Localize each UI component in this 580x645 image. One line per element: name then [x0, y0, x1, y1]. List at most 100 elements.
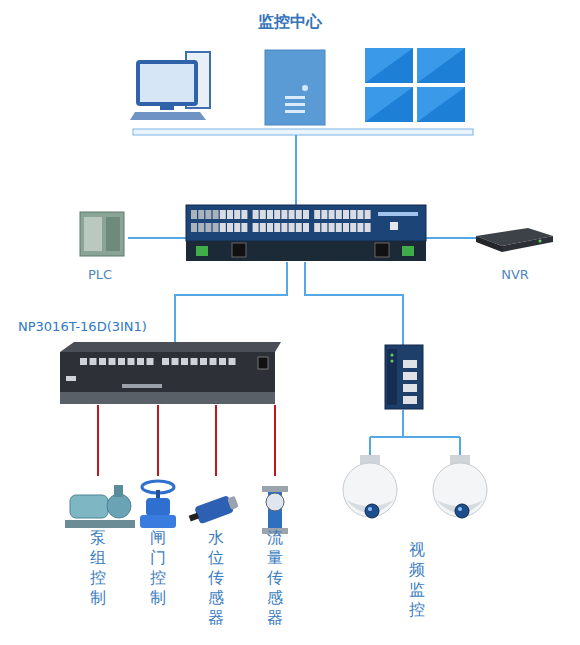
- pc-keyboard: [130, 112, 206, 120]
- ethernet-port: [329, 210, 335, 219]
- server-slot: [285, 103, 305, 106]
- terminal-block: [402, 246, 414, 256]
- wall-tile-shine: [417, 48, 465, 83]
- switch-panel: [387, 349, 397, 405]
- nvr-icon: [476, 228, 553, 252]
- ethernet-port: [191, 223, 197, 232]
- wall-tile: [365, 48, 413, 83]
- ethernet-port: [260, 210, 266, 219]
- ethernet-port: [267, 223, 273, 232]
- node-label: 闸门控制: [150, 528, 167, 608]
- switch-led: [390, 353, 393, 356]
- device-node: 水位传感器: [188, 476, 244, 636]
- ethernet-port: [403, 396, 417, 404]
- server-icon: [265, 50, 325, 125]
- flow-display: [266, 493, 284, 511]
- ethernet-port: [289, 210, 295, 219]
- serial-port: [128, 358, 135, 365]
- network-wires: [128, 135, 480, 456]
- node-label: NVR: [470, 267, 560, 283]
- ethernet-port: [220, 223, 226, 232]
- console-port: [390, 222, 398, 230]
- wire: [370, 410, 460, 456]
- ethernet-port: [403, 384, 417, 392]
- plc-panel: [84, 217, 102, 251]
- ethernet-port: [234, 210, 240, 219]
- ethernet-port: [241, 210, 247, 219]
- server-body: [265, 50, 325, 125]
- serial-port: [219, 358, 226, 365]
- pump-pipe: [114, 485, 123, 497]
- power-socket: [258, 357, 268, 369]
- wall-tile-shine: [365, 87, 413, 122]
- ethernet-port: [336, 210, 342, 219]
- serial-port: [191, 358, 198, 365]
- ethernet-port: [403, 360, 417, 368]
- pump-icon: [65, 485, 135, 528]
- ethernet-port: [253, 223, 259, 232]
- server-slot: [285, 96, 305, 99]
- serial-port: [210, 358, 217, 365]
- ethernet-port: [198, 210, 204, 219]
- ethernet-port: [213, 223, 219, 232]
- ethernet-port: [213, 210, 219, 219]
- device-top: [60, 342, 281, 352]
- ethernet-port: [191, 210, 197, 219]
- terminal-block: [196, 246, 208, 256]
- ethernet-port: [357, 223, 363, 232]
- ethernet-port: [260, 223, 266, 232]
- server-led: [302, 85, 308, 91]
- wall-tile-shine: [365, 48, 413, 83]
- serial-port: [90, 358, 97, 365]
- ethernet-port: [403, 372, 417, 380]
- valve-icon: [140, 481, 176, 528]
- ethernet-port: [281, 223, 287, 232]
- ethernet-port: [365, 210, 371, 219]
- small-switch: [385, 345, 423, 409]
- wire: [295, 135, 297, 207]
- ethernet-port: [329, 223, 335, 232]
- nvr-led: [539, 240, 542, 243]
- serial-port: [137, 358, 144, 365]
- serial-port: [229, 358, 236, 365]
- node-label: 泵组控制: [90, 528, 107, 608]
- ethernet-port: [343, 223, 349, 232]
- signal-wire: [97, 405, 99, 476]
- node-label: NP3016T-16D(3IN1): [18, 318, 280, 336]
- ethernet-port: [343, 210, 349, 219]
- node-label: 水位传感器: [208, 528, 225, 628]
- camera-icon: [343, 455, 397, 518]
- wall-tile: [365, 87, 413, 122]
- camera-dome: [433, 463, 487, 517]
- ethernet-port: [303, 210, 309, 219]
- wire: [426, 237, 480, 239]
- valve-body: [140, 515, 176, 528]
- switch-front: [186, 205, 426, 241]
- camera-lens: [455, 504, 469, 518]
- serial-port: [172, 358, 179, 365]
- main-switch: [186, 205, 426, 261]
- wire: [175, 262, 287, 343]
- valve-actuator: [146, 498, 170, 516]
- flow-sensor-icon: [262, 486, 288, 534]
- ethernet-port: [227, 210, 233, 219]
- signal-wire: [274, 405, 276, 476]
- power-socket: [375, 243, 389, 257]
- server-slot: [285, 110, 305, 113]
- ethernet-port: [314, 223, 320, 232]
- node-label: 流量传感器: [267, 528, 284, 628]
- wire: [128, 237, 186, 239]
- plc-module: [106, 217, 120, 251]
- wire: [305, 262, 403, 346]
- device-node: 泵组控制: [68, 476, 128, 636]
- nvr-side: [502, 236, 553, 252]
- computer-icon: [130, 52, 210, 120]
- ethernet-port: [234, 223, 240, 232]
- ethernet-port: [198, 223, 204, 232]
- valve-stem: [156, 490, 160, 499]
- network-bus: [133, 129, 473, 135]
- ethernet-port: [357, 210, 363, 219]
- device-front: [60, 352, 275, 392]
- pump-head: [107, 494, 131, 518]
